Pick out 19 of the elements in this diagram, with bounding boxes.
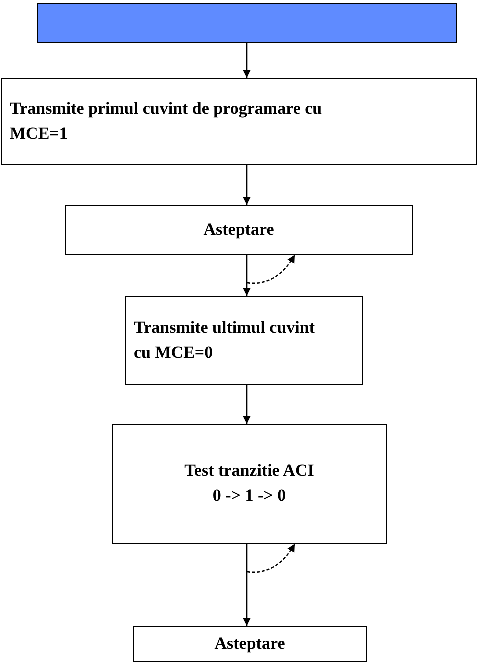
box-text: Transmite ultimul cuvint cu MCE=0 [134, 316, 316, 364]
box-text: Asteptare [204, 218, 274, 241]
blank-box [37, 3, 457, 43]
process-box [133, 626, 367, 662]
arrow [243, 255, 251, 296]
process-box [125, 296, 363, 385]
box-text: Asteptare [214, 632, 286, 655]
box-text: 0 -> 1 -> 0 [212, 485, 286, 507]
process-box [1, 78, 477, 165]
process-box [65, 205, 413, 255]
process-box [112, 424, 387, 544]
curved-arrow [246, 254, 296, 284]
arrow [243, 43, 251, 78]
box-text: Transmite primul cuvint de programare cu MCE=1 [10, 98, 324, 144]
curved-arrow [246, 544, 296, 574]
arrow [243, 165, 251, 205]
arrow [243, 385, 251, 424]
arrow [243, 544, 251, 626]
box-text: Test tranzitie ACI [184, 460, 314, 482]
